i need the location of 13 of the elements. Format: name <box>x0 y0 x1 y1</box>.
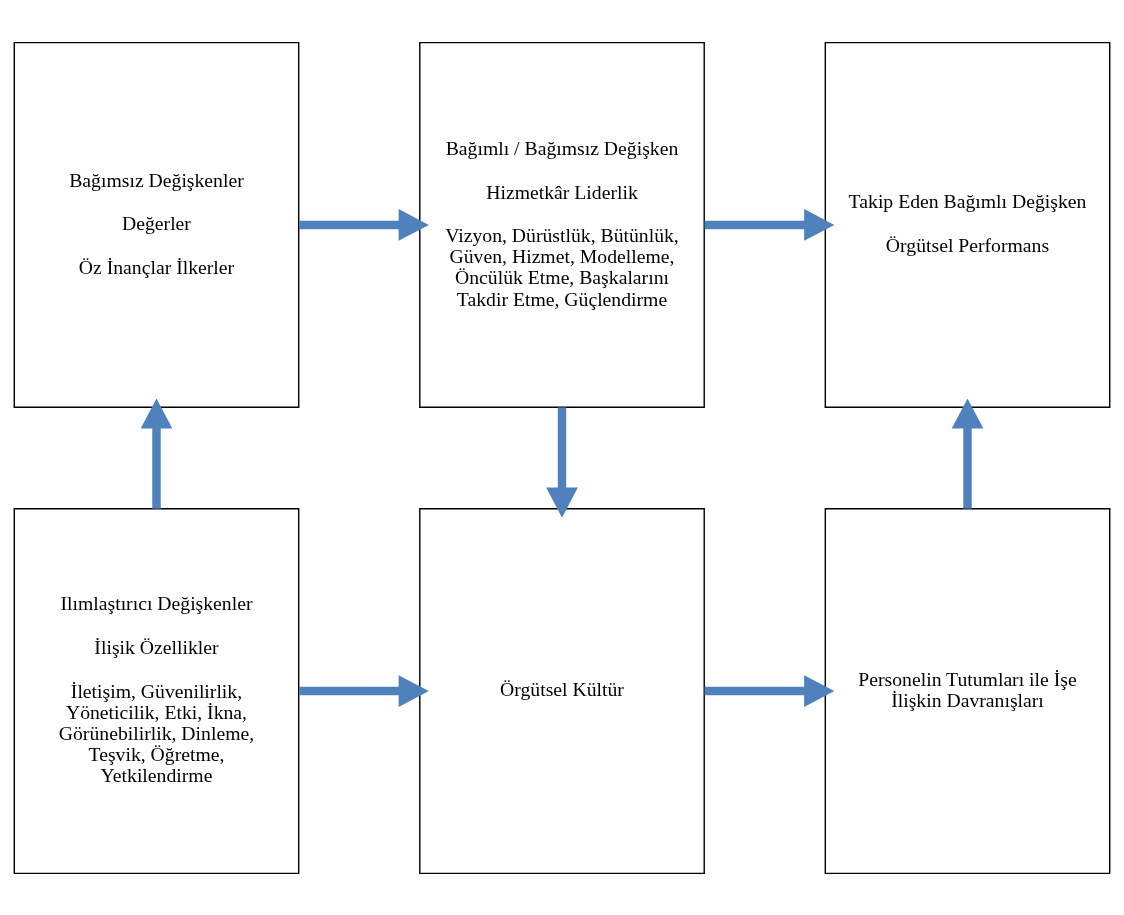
arrow <box>704 208 835 241</box>
node-box: Personelin Tutumları ile İşe İlişkin Davranışları <box>824 507 1111 874</box>
arrow <box>299 208 429 241</box>
arrow <box>140 397 173 509</box>
arrow <box>704 674 835 707</box>
arrow <box>546 406 578 518</box>
arrow <box>951 397 984 509</box>
node-box: Örgütsel Kültür <box>419 507 705 874</box>
node-box: Ilımlaştırıcı Değişkenler İlişik Özellikler İletişim, Güvenilirlik, Yöneticilik, Etki, İkna, Görünebilirlik, Dinleme, Teşvik, Öğretme, Yetkilendirme <box>13 507 300 874</box>
node-box: Takip Eden Bağımlı Değişken Örgütsel Performans <box>824 41 1111 408</box>
arrow <box>299 674 429 707</box>
node-box: Bağımlı / Bağımsız Değişken Hizmetkâr Liderlik Vizyon, Dürüstlük, Bütünlük, Güven, Hizmet, Modelleme, Öncülük Etme, Başkalarını Takdir Etme, Güçlendirme <box>419 41 705 408</box>
node-box: Bağımsız Değişkenler Değerler Öz İnançlar İlkerler <box>13 41 300 408</box>
